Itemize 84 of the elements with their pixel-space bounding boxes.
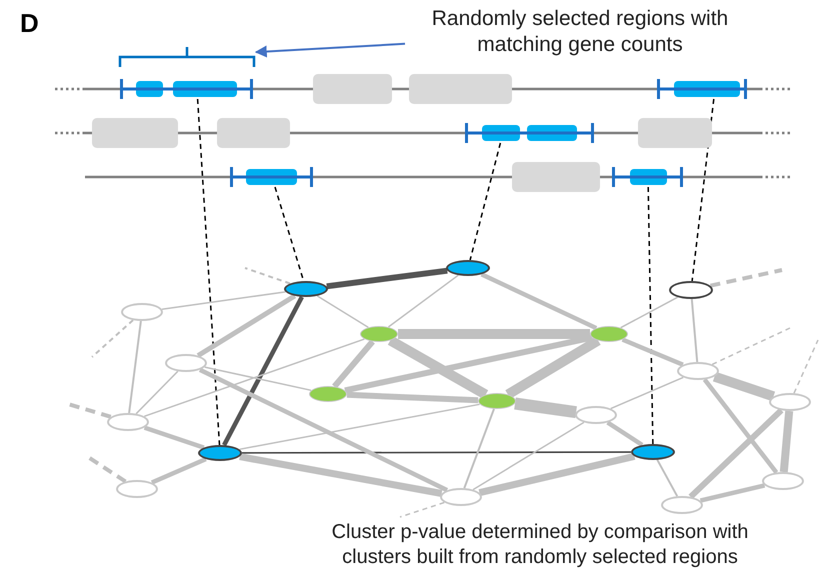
network-edge <box>332 340 375 388</box>
gene-region <box>120 79 253 99</box>
network-edge <box>91 319 134 358</box>
network-edge <box>514 398 577 418</box>
network-edge <box>242 451 631 454</box>
network-edge <box>196 294 296 358</box>
network-edge <box>793 340 819 394</box>
network-edge <box>398 329 590 339</box>
network-edge <box>239 453 442 497</box>
network-edge <box>244 267 290 284</box>
network-edge <box>344 334 593 394</box>
network-node <box>631 444 675 460</box>
network-node <box>478 393 516 409</box>
network-edge <box>86 455 127 484</box>
network-edge <box>690 298 698 362</box>
gene-box <box>638 118 712 148</box>
network-edge <box>606 420 644 447</box>
network-edge <box>463 408 495 488</box>
network-edge <box>162 291 286 310</box>
network-edge <box>326 268 448 290</box>
network-edge <box>128 320 142 414</box>
network-edge <box>712 372 776 402</box>
gene-region <box>657 79 747 99</box>
annotation-text: Randomly selected regions with matching gene counts <box>405 6 755 62</box>
network-edge <box>700 483 766 503</box>
network-node <box>677 362 719 380</box>
network-edge <box>144 425 205 450</box>
network-node <box>575 406 617 424</box>
gene-box <box>313 74 392 104</box>
dashed-connector <box>196 98 220 446</box>
network-node <box>107 413 149 431</box>
arrow <box>254 42 406 58</box>
gene-region <box>612 167 683 187</box>
network-node <box>440 488 482 506</box>
panel-letter: D <box>20 8 39 39</box>
gene-box <box>409 74 512 104</box>
gene-box <box>217 118 290 148</box>
network-edge <box>136 370 178 414</box>
network-edge <box>712 327 790 366</box>
network-node <box>762 472 804 490</box>
network-node <box>669 281 713 299</box>
network-edge <box>478 452 636 496</box>
network-edge <box>144 338 365 417</box>
network-edge <box>316 295 369 328</box>
network-node <box>769 393 811 411</box>
network-node <box>198 445 242 461</box>
network-edge <box>710 268 782 288</box>
network-edge <box>780 410 794 472</box>
network-node <box>446 260 490 276</box>
network-node <box>284 281 328 297</box>
gene-box <box>92 118 178 148</box>
network-node <box>121 303 163 321</box>
dashed-connector <box>647 186 654 444</box>
network-edge <box>480 272 598 330</box>
dashed-connector <box>691 98 715 282</box>
network-edge <box>346 392 478 404</box>
network-node <box>360 326 398 342</box>
network-node <box>661 496 703 514</box>
network-node <box>165 354 207 372</box>
network-edge <box>198 368 448 492</box>
network-edge <box>472 422 584 490</box>
network-node <box>309 386 347 402</box>
network-edge <box>656 459 678 497</box>
network-edge <box>622 338 684 367</box>
network-edge <box>150 457 207 485</box>
gene-region <box>465 123 594 143</box>
dashed-connector <box>469 142 502 260</box>
network-edge <box>505 336 601 399</box>
network-edge <box>400 502 445 518</box>
gene-box <box>512 162 600 192</box>
caption: Cluster p-value determined by comparison with clusters built from randomly selected regions <box>330 520 750 570</box>
network-node <box>116 480 158 498</box>
network-edge <box>222 296 304 446</box>
network-edge <box>620 296 678 328</box>
network-edge <box>388 336 488 399</box>
bracket <box>118 44 256 68</box>
network-edge <box>702 378 778 474</box>
network-edge <box>67 402 112 419</box>
network-edge <box>688 408 784 499</box>
network-edge <box>610 376 684 410</box>
network-edge <box>239 404 480 450</box>
gene-region <box>230 167 313 187</box>
network-edge <box>204 366 312 392</box>
network-edge <box>388 274 459 328</box>
